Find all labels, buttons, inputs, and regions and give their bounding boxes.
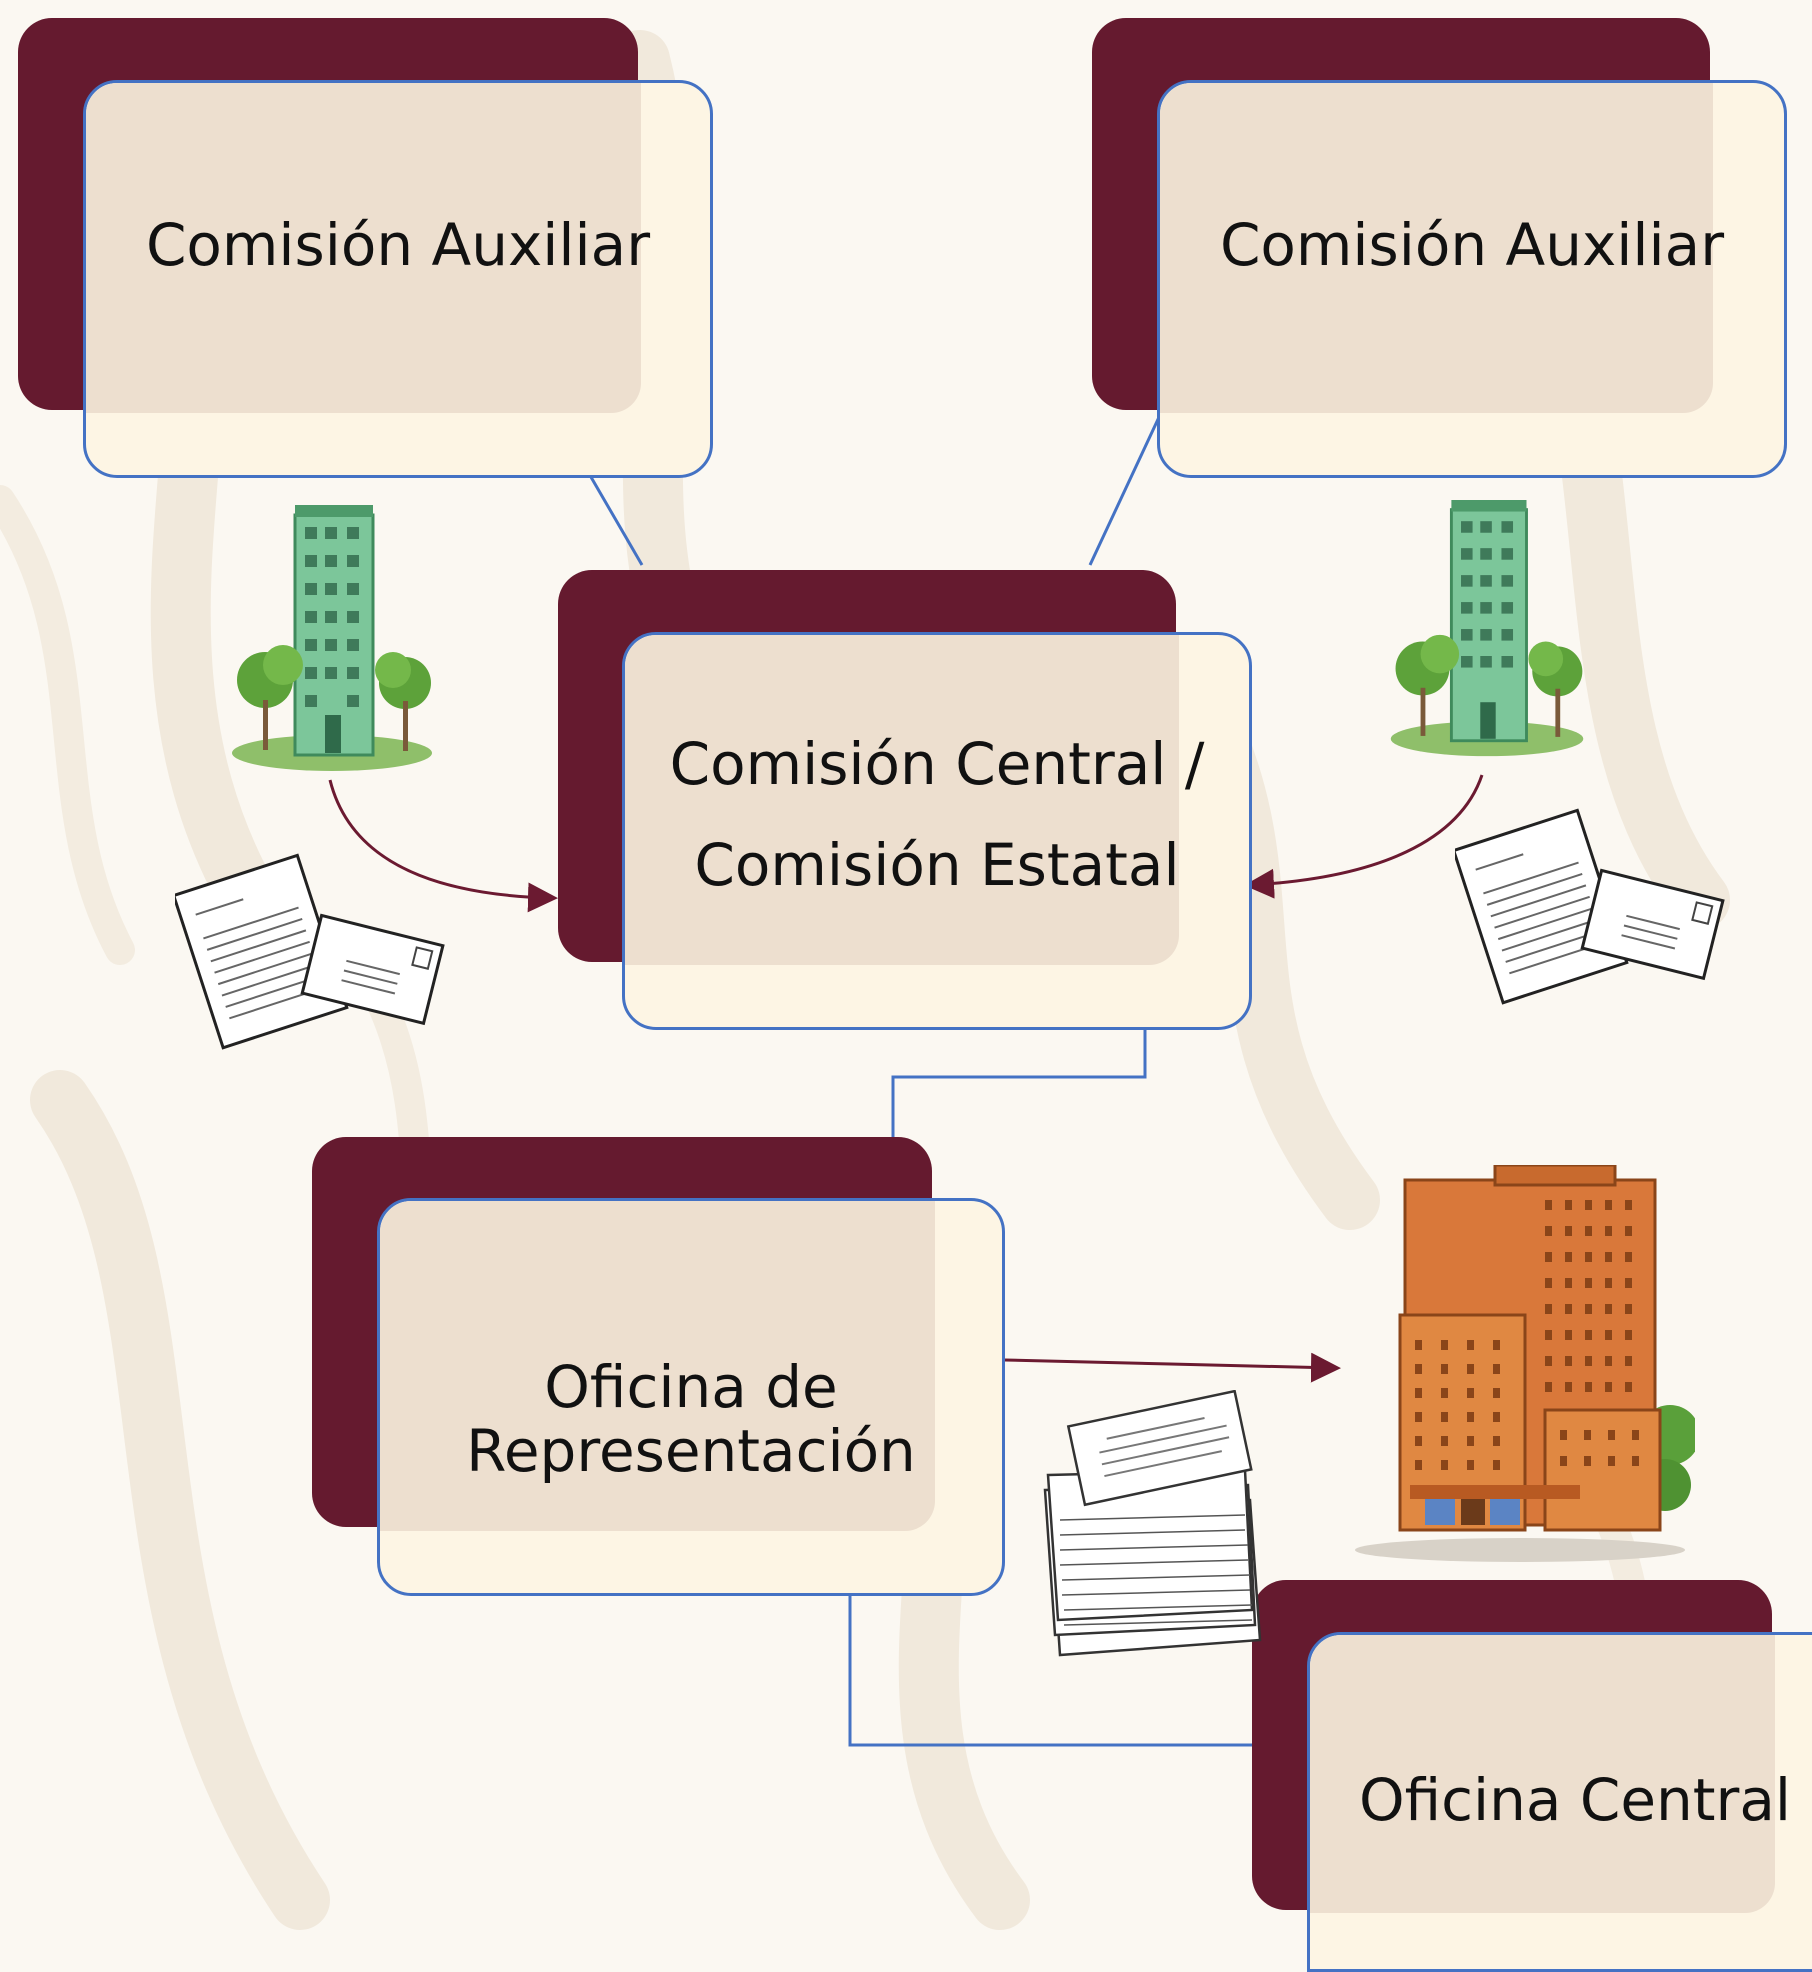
- window-icon: [1415, 1388, 1422, 1398]
- window-icon: [1585, 1356, 1592, 1366]
- window-icon: [1585, 1200, 1592, 1210]
- window-icon: [1565, 1226, 1572, 1236]
- window-icon: [1441, 1436, 1448, 1446]
- window-icon: [1625, 1382, 1632, 1392]
- window-icon: [1560, 1456, 1567, 1466]
- window-icon: [1605, 1304, 1612, 1314]
- window-icon: [1493, 1436, 1500, 1446]
- window-icon: [1605, 1226, 1612, 1236]
- node-label: Comisión Auxiliar: [145, 210, 651, 279]
- window-icon: [1467, 1340, 1474, 1350]
- window-icon: [1441, 1388, 1448, 1398]
- node-front-panel: [1157, 80, 1787, 478]
- window-icon: [1584, 1430, 1591, 1440]
- window-icon: [1565, 1278, 1572, 1288]
- window-icon: [1632, 1456, 1639, 1466]
- window-icon: [1493, 1364, 1500, 1374]
- window-icon: [1565, 1304, 1572, 1314]
- window-icon: [1493, 1340, 1500, 1350]
- window-icon: [1585, 1382, 1592, 1392]
- window-icon: [1545, 1278, 1552, 1288]
- window-icon: [1608, 1430, 1615, 1440]
- window-icon: [1441, 1412, 1448, 1422]
- document-stack-icon: [1043, 1390, 1262, 1657]
- node-label: Oficina de Representación: [466, 1353, 916, 1485]
- window-icon: [1585, 1304, 1592, 1314]
- window-icon: [1545, 1200, 1552, 1210]
- window-icon: [1625, 1252, 1632, 1262]
- window-icon: [1565, 1382, 1572, 1392]
- window-icon: [1545, 1330, 1552, 1340]
- window-icon: [1625, 1304, 1632, 1314]
- window-icon: [1565, 1252, 1572, 1262]
- window-icon: [1585, 1226, 1592, 1236]
- window-icon: [1415, 1460, 1422, 1470]
- window-icon: [1467, 1364, 1474, 1374]
- window-icon: [1625, 1226, 1632, 1236]
- node-front-panel: [377, 1198, 1005, 1596]
- green-building-icon: [232, 505, 432, 771]
- window-icon: [1565, 1356, 1572, 1366]
- window-icon: [1605, 1330, 1612, 1340]
- window-icon: [1493, 1412, 1500, 1422]
- window-icon: [1585, 1278, 1592, 1288]
- orange-office-building-icon: [1355, 1165, 1695, 1562]
- window-icon: [1441, 1364, 1448, 1374]
- window-icon: [1565, 1200, 1572, 1210]
- window-icon: [1585, 1252, 1592, 1262]
- window-icon: [1545, 1226, 1552, 1236]
- window-icon: [1605, 1382, 1612, 1392]
- window-icon: [1545, 1304, 1552, 1314]
- window-icon: [1632, 1430, 1639, 1440]
- window-icon: [1625, 1330, 1632, 1340]
- letters-icon: [1455, 808, 1725, 1005]
- letters-icon: [175, 853, 445, 1050]
- window-icon: [1441, 1340, 1448, 1350]
- window-icon: [1545, 1252, 1552, 1262]
- window-icon: [1467, 1388, 1474, 1398]
- window-icon: [1415, 1436, 1422, 1446]
- node-label: Comisión Central / Comisión Estatal: [669, 729, 1205, 900]
- window-icon: [1545, 1356, 1552, 1366]
- node-front-panel: [1307, 1632, 1812, 1972]
- window-icon: [1608, 1456, 1615, 1466]
- window-icon: [1605, 1252, 1612, 1262]
- window-icon: [1415, 1340, 1422, 1350]
- window-icon: [1467, 1460, 1474, 1470]
- window-icon: [1625, 1200, 1632, 1210]
- window-icon: [1585, 1330, 1592, 1340]
- node-front-panel: [83, 80, 713, 478]
- window-icon: [1441, 1460, 1448, 1470]
- window-icon: [1415, 1364, 1422, 1374]
- node-label: Comisión Auxiliar: [1219, 210, 1725, 279]
- green-building-icon: [1390, 500, 1584, 757]
- window-icon: [1560, 1430, 1567, 1440]
- window-icon: [1584, 1456, 1591, 1466]
- node-label: Oficina Central: [1358, 1765, 1792, 1834]
- window-icon: [1625, 1278, 1632, 1288]
- window-icon: [1493, 1388, 1500, 1398]
- window-icon: [1565, 1330, 1572, 1340]
- window-icon: [1467, 1436, 1474, 1446]
- window-icon: [1467, 1412, 1474, 1422]
- window-icon: [1545, 1382, 1552, 1392]
- window-icon: [1415, 1412, 1422, 1422]
- window-icon: [1493, 1460, 1500, 1470]
- window-icon: [1605, 1356, 1612, 1366]
- node-front-panel: [622, 632, 1252, 1030]
- window-icon: [1605, 1200, 1612, 1210]
- window-icon: [1625, 1356, 1632, 1366]
- window-icon: [1605, 1278, 1612, 1288]
